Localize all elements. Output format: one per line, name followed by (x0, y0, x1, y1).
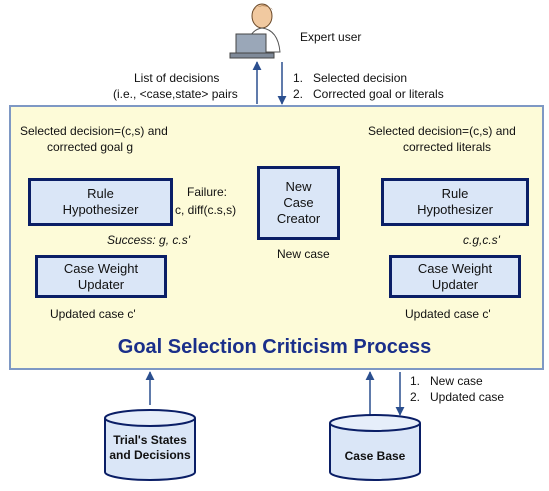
decision-list-label-1: List of decisions (134, 71, 220, 85)
left-input-label-1: Selected decision=(c,s) and (20, 124, 168, 138)
right-input-label-2: corrected literals (403, 140, 492, 154)
expert-input-2: 2.Corrected goal or literals (293, 87, 444, 101)
decision-list-label-2: (i.e., <case,state> pairs (113, 87, 238, 101)
process-title: Goal Selection Criticism Process (117, 336, 432, 358)
right-flow-label: c.g,c.s' (463, 233, 500, 247)
left-input-label-2: corrected goal g (47, 140, 134, 154)
trial-states-store (104, 409, 196, 481)
right-output-label: Updated case c' (405, 307, 491, 321)
left-output-label: Updated case c' (50, 307, 136, 321)
case-base-label: Case Base (344, 449, 406, 463)
case-base-store (329, 414, 421, 481)
expert-user-label: Expert user (300, 30, 362, 44)
case-base-output-1: 1.New case (410, 374, 483, 388)
case-base-output-2: 2.Updated case (410, 390, 505, 404)
expert-input-1: 1.Selected decision (293, 71, 408, 85)
failure-label-2: c, diff(c.s,s) (175, 203, 237, 217)
right-input-label-1: Selected decision=(c,s) and (368, 124, 516, 138)
success-label: Success: g, c.s' (107, 233, 190, 247)
expert-user-icon (229, 3, 281, 59)
failure-label-1: Failure: (187, 185, 228, 199)
new-case-label: New case (277, 247, 330, 261)
